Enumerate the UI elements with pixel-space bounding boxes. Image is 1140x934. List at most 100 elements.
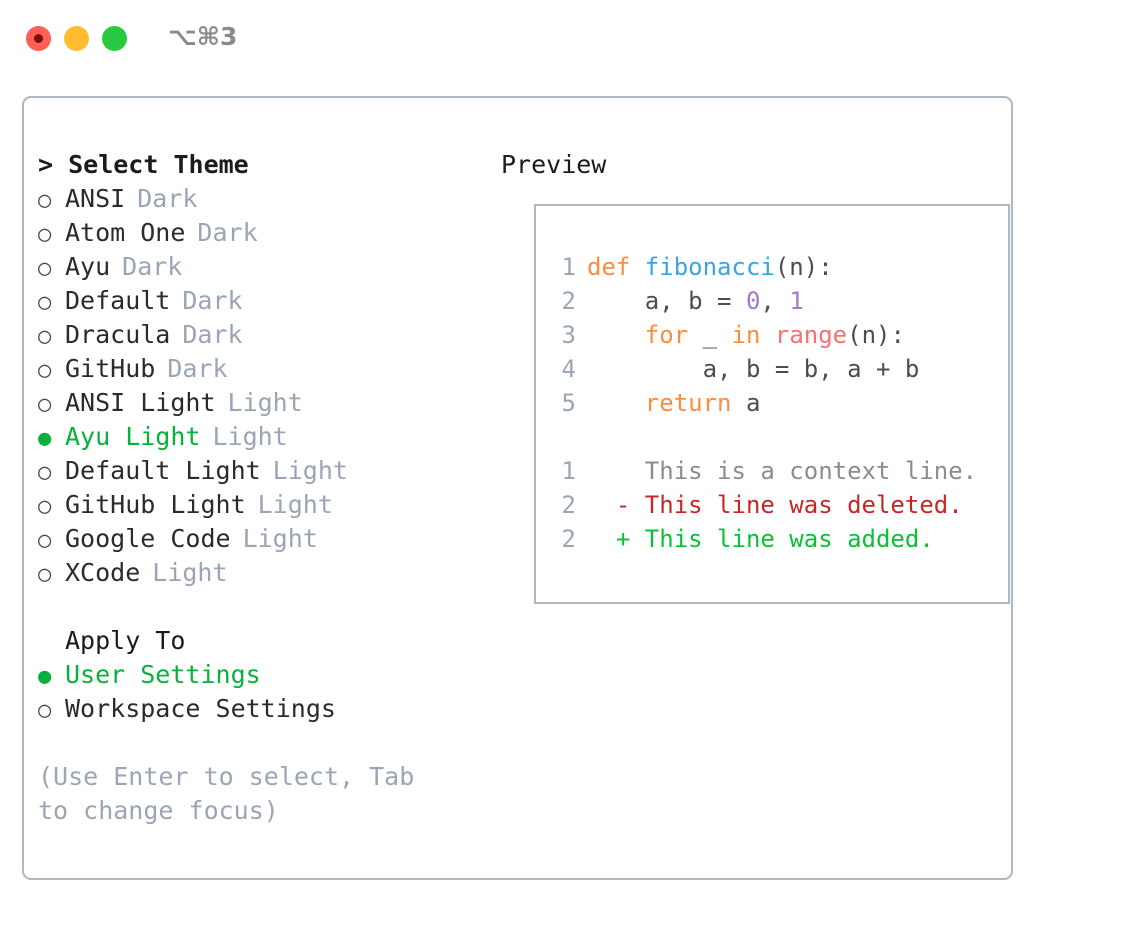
radio-unselected-icon: ○ (38, 494, 52, 519)
radio-unselected-icon: ○ (38, 698, 52, 723)
theme-label: Ayu Light (65, 422, 201, 451)
theme-item[interactable]: ○ Default Dark (38, 284, 488, 318)
radio-unselected-icon: ○ (38, 324, 52, 349)
line-number: 5 (561, 389, 576, 417)
diff-spacer (536, 420, 1008, 454)
code-token-kw: return (644, 389, 732, 417)
theme-variant-tag: Light (257, 490, 333, 519)
theme-variant-tag: Light (212, 422, 288, 451)
apply-to-option-item[interactable]: ○Workspace Settings (38, 692, 488, 726)
code-token-pl (587, 321, 645, 349)
theme-label: Dracula (65, 320, 171, 349)
keyboard-hint-text: (Use Enter to select, Tab to change focu… (38, 762, 415, 825)
theme-variant-tag: Light (242, 524, 318, 553)
code-text: return a (587, 386, 761, 420)
diff-text: + This line was added. (587, 525, 934, 553)
code-token-num: 0 (745, 287, 761, 315)
line-number: 2 (561, 491, 576, 519)
code-token-kw: def (587, 253, 645, 281)
close-button-icon[interactable] (26, 26, 51, 51)
line-number: 1 (561, 253, 576, 281)
radio-unselected-icon: ○ (38, 290, 52, 315)
code-token-bi: range (774, 321, 848, 349)
code-token-pl: (n): (774, 253, 833, 281)
line-number: 1 (561, 457, 576, 485)
code-token-fn: fibonacci (644, 253, 775, 281)
code-text: a, b = 0, 1 (587, 284, 804, 318)
theme-label: XCode (65, 558, 141, 587)
code-line: 1 def fibonacci(n): (536, 250, 1008, 284)
diff-sample: 1 This is a context line.2 - This line w… (536, 454, 1008, 556)
code-token-pl: a, b = b, a + b (587, 355, 920, 383)
preview-title: Preview (501, 150, 607, 179)
theme-variant-tag: Dark (137, 184, 198, 213)
theme-item[interactable]: ○ XCode Light (38, 556, 488, 590)
radio-unselected-icon: ○ (38, 562, 52, 587)
code-text: def fibonacci(n): (587, 250, 833, 284)
select-theme-prompt: > Select Theme (38, 150, 249, 179)
code-token-kw: for (644, 321, 689, 349)
radio-selected-icon: ● (38, 426, 52, 451)
diff-text: This is a context line. (587, 457, 978, 485)
apply-to-option-item[interactable]: ● User Settings (38, 658, 488, 692)
code-token-pl: , (760, 287, 790, 315)
apply-to-label: ○ Apply To (38, 624, 488, 658)
theme-variant-tag: Dark (167, 354, 228, 383)
line-number: 2 (561, 525, 576, 553)
code-line: 2 a, b = 0, 1 (536, 284, 1008, 318)
theme-variant-tag: Light (152, 558, 228, 587)
maximize-button-icon[interactable] (102, 26, 127, 51)
theme-label: ANSI Light (65, 388, 216, 417)
theme-variant-tag: Dark (182, 286, 243, 315)
diff-text: - This line was deleted. (587, 491, 963, 519)
window-controls (26, 26, 127, 51)
code-line: 5 return a (536, 386, 1008, 420)
code-text: a, b = b, a + b (587, 352, 920, 386)
theme-item[interactable]: ○ ANSI Dark (38, 182, 488, 216)
theme-label: Default (65, 286, 171, 315)
section-spacer (38, 590, 488, 624)
radio-unselected-icon: ○ (38, 460, 52, 485)
diff-line-add: 2 + This line was added. (536, 522, 1008, 556)
title-bar: ⌥⌘3 (0, 0, 1140, 78)
diff-line-del: 2 - This line was deleted. (536, 488, 1008, 522)
theme-label: Google Code (65, 524, 231, 553)
apply-to-list[interactable]: ● User Settings ○Workspace Settings (38, 658, 488, 726)
code-token-pl: (n): (847, 321, 905, 349)
code-token-pl: a, b = (587, 287, 746, 315)
apply-to-marker-spacer: ○ (38, 624, 65, 658)
code-token-pl (760, 321, 774, 349)
keyboard-shortcut-label: ⌥⌘3 (168, 22, 238, 51)
radio-selected-icon: ● (38, 664, 52, 689)
theme-variant-tag: Dark (197, 218, 258, 247)
minimize-button-icon[interactable] (64, 26, 89, 51)
apply-to-option-label: User Settings (65, 660, 261, 689)
apply-to-label-text: Apply To (65, 626, 186, 655)
theme-label: GitHub Light (65, 490, 246, 519)
radio-unselected-icon: ○ (38, 256, 52, 281)
code-token-pl: _ (688, 321, 732, 349)
radio-unselected-icon: ○ (38, 188, 52, 213)
theme-label: Ayu (65, 252, 111, 281)
theme-label: ANSI (65, 184, 126, 213)
code-text: for _ in range(n): (587, 318, 905, 352)
theme-variant-tag: Light (272, 456, 348, 485)
radio-unselected-icon: ○ (38, 392, 52, 417)
theme-item[interactable]: ○ GitHub Light Light (38, 488, 488, 522)
theme-item[interactable]: ● Ayu Light Light (38, 420, 488, 454)
diff-line-ctx: 1 This is a context line. (536, 454, 1008, 488)
line-number: 3 (561, 321, 576, 349)
